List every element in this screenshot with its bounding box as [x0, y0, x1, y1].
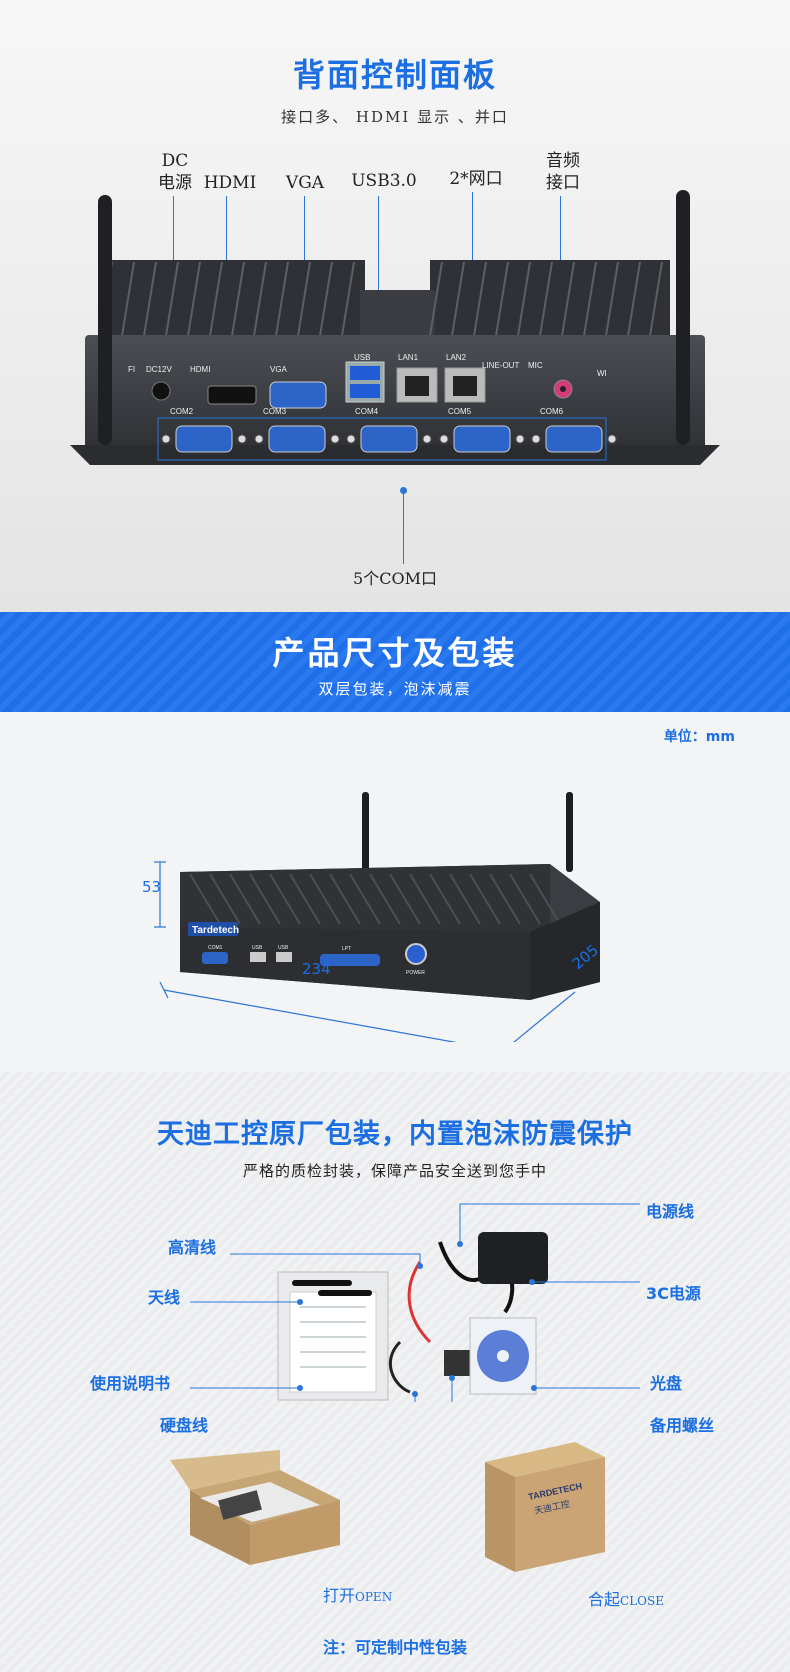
packaging-title: 天迪工控原厂包装，内置泡沫防震保护: [157, 1119, 633, 1150]
label-disc: 光盘: [650, 1374, 683, 1393]
front-usb-a: [250, 952, 266, 962]
rear-panel-section: 背面控制面板 接口多、 HDMI 显示 、并口 DC 电源 HDMI VGA U…: [0, 0, 790, 612]
leader-usb: [378, 196, 379, 376]
front-com1: [202, 952, 228, 964]
antenna-left: [98, 195, 112, 445]
label-hdd-cable: 硬盘线: [160, 1416, 209, 1435]
hdd-cable-item: [388, 1340, 411, 1394]
label-wifi-right: WI: [597, 369, 607, 378]
label-dc12v: DC12V: [146, 365, 172, 374]
front-label-com1: COM1: [208, 945, 223, 951]
rear-device-image: FI DC12V HDMI VGA USB LAN1 LAN2 LINE-OUT…: [70, 190, 720, 465]
label-com3: COM3: [263, 407, 287, 416]
callout-audio-text-1: 音频: [546, 151, 580, 171]
callout-dc-text: DC: [161, 151, 189, 171]
rear-panel-subtitle: 接口多、 HDMI 显示 、并口: [281, 108, 509, 126]
hdmi-port: [207, 385, 257, 405]
close-caption-cn: 合起: [588, 1590, 621, 1609]
front-label-usb-a: USB: [252, 945, 263, 951]
callout-dc: DC 电源: [150, 150, 200, 194]
label-lan2: LAN2: [446, 353, 467, 362]
label-line-out: LINE-OUT: [482, 361, 519, 370]
open-caption-cn: 打开: [323, 1586, 356, 1605]
dimension-lines: [154, 861, 576, 1042]
packaging-subtitle: 严格的质检封装，保障产品安全送到您手中: [242, 1162, 547, 1180]
accessories-image: [190, 1203, 640, 1402]
label-com5: COM5: [448, 407, 472, 416]
label-usb: USB: [354, 353, 370, 362]
antenna-item: [292, 1280, 352, 1286]
front-power-button: [405, 943, 427, 965]
callout-usb3: USB3.0: [351, 171, 417, 191]
front-label-power: POWER: [406, 970, 425, 976]
closed-box-image: TARDETECH 天迪工控: [485, 1442, 605, 1572]
front-fins: [189, 873, 561, 925]
customization-note: 注：可定制中性包装: [322, 1638, 467, 1657]
callout-audio: 音频 接口: [538, 150, 588, 194]
com-port-4: [346, 425, 432, 453]
dim-length: 234: [302, 960, 331, 978]
banner-subtitle: 双层包装，泡沫减震: [318, 680, 472, 698]
label-hdmi-cable: 高清线: [168, 1238, 217, 1257]
label-hdmi: HDMI: [190, 365, 210, 374]
front-device-image: Tardetech COM1 USB USB LPT POWER: [154, 792, 600, 1042]
com-highlight-box: [157, 417, 607, 461]
banner-title: 产品尺寸及包装: [272, 634, 518, 672]
front-label-usb-b: USB: [278, 945, 289, 951]
close-caption: 合起CLOSE: [588, 1586, 664, 1610]
screws-item: [444, 1350, 474, 1376]
accessory-leaders: [190, 1203, 640, 1402]
front-label-lpt: LPT: [342, 946, 351, 952]
callout-lan: 2*网口: [449, 169, 503, 189]
front-usb-b: [276, 952, 292, 962]
open-caption: 打开OPEN: [323, 1582, 392, 1606]
label-com6: COM6: [540, 407, 564, 416]
callout-audio-text-2: 接口: [546, 173, 580, 193]
callout-vga: VGA: [285, 173, 325, 193]
label-mic: MIC: [528, 361, 543, 370]
leader-com: [403, 490, 404, 564]
label-lan1: LAN1: [398, 353, 419, 362]
label-com4: COM4: [355, 407, 379, 416]
usb3-port-2: [350, 384, 380, 398]
label-manual: 使用说明书: [90, 1374, 171, 1393]
adapter-item: [478, 1232, 548, 1284]
dim-height: 53: [142, 878, 162, 896]
packaging-section: 天迪工控原厂包装，内置泡沫防震保护 严格的质检封装，保障产品安全送到您手中: [0, 1072, 790, 1672]
usb3-port-1: [350, 366, 380, 380]
dimensions-banner: 产品尺寸及包装 双层包装，泡沫减震: [0, 612, 790, 712]
rear-panel-title: 背面控制面板: [292, 56, 497, 94]
leader-com-dot: [400, 487, 407, 494]
front-brand: Tardetech: [192, 925, 239, 936]
hdmi-cable-item: [407, 1261, 432, 1344]
fin-lines: [97, 261, 663, 349]
callout-hdmi: HDMI: [203, 173, 257, 193]
callout-dc-power-text: 电源: [158, 173, 192, 193]
com-port-3: [254, 425, 340, 453]
label-wifi-left: FI: [128, 365, 135, 374]
label-adapter: 3C电源: [646, 1284, 701, 1303]
label-screws: 备用螺丝: [650, 1416, 715, 1435]
open-box-image: [170, 1450, 340, 1565]
close-caption-en: CLOSE: [620, 1594, 664, 1608]
vga-port: [269, 381, 327, 409]
label-antenna: 天线: [148, 1288, 181, 1307]
com-port-6: [531, 425, 617, 453]
open-caption-en: OPEN: [355, 1590, 393, 1604]
unit-label: 单位：mm: [663, 729, 735, 745]
label-com2: COM2: [170, 407, 194, 416]
com-ports: [161, 425, 617, 453]
label-power-cord: 电源线: [646, 1202, 695, 1221]
com-port-5: [439, 425, 525, 453]
label-vga: VGA: [270, 365, 288, 374]
front-lpt: [320, 954, 380, 966]
dimensions-section: 单位：mm Tardetech COM1 USB USB LPT POWER: [0, 712, 790, 1072]
com-port-2: [161, 425, 247, 453]
antenna-right: [676, 190, 690, 445]
callout-com: 5个COM口: [353, 569, 437, 588]
